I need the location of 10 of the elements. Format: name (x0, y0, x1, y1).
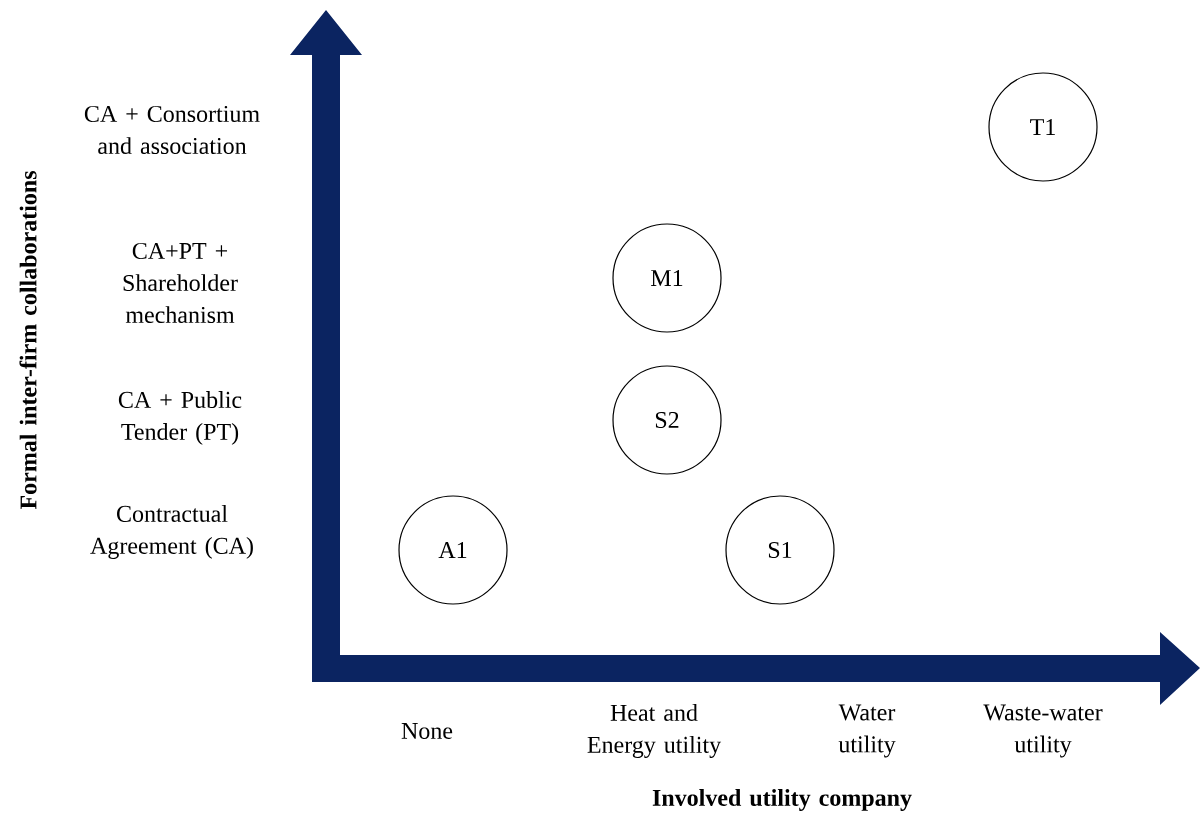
category-label: CA + Public Tender (PT) (118, 391, 242, 445)
axis-title: Involved utility company (652, 789, 912, 811)
category-label: Contractual Agreement (CA) (90, 505, 253, 559)
category-label: Waste-water utility (983, 704, 1103, 758)
category-label: CA+PT + Shareholder mechanism (123, 242, 238, 324)
category-label: Water utility (838, 704, 896, 758)
category-label: CA + Consortium and association (84, 105, 260, 155)
category-label: Heat and Energy utility (587, 704, 722, 758)
axis-title: Formal inter-firm collaborations (19, 171, 37, 510)
category-label: None (401, 723, 453, 739)
